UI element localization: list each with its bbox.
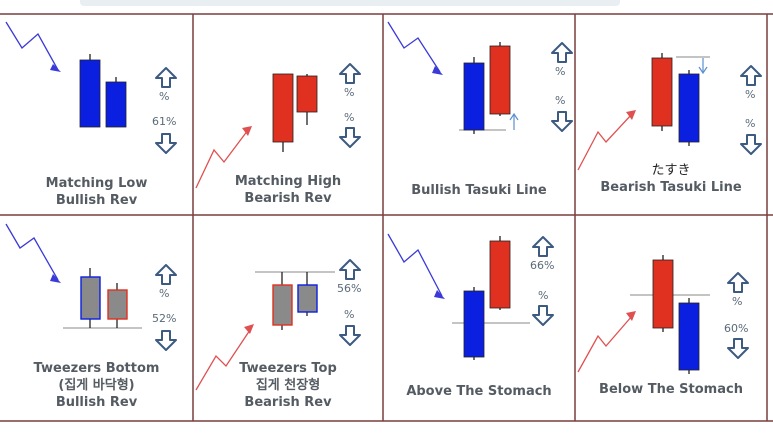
up-pct-label: % <box>159 90 170 103</box>
down-pct-label: 60% <box>724 322 749 335</box>
up-pct-label: % <box>732 295 743 308</box>
top-scroll-strip <box>80 0 620 6</box>
panel-below-stomach <box>577 255 710 374</box>
pattern-caption: Below The Stomach <box>599 382 743 397</box>
trend-arrowhead <box>626 311 636 321</box>
trend-arrowhead <box>626 110 636 120</box>
down-arrow-icon <box>339 325 361 346</box>
down-pct-label: 61% <box>152 115 177 128</box>
up-arrow-icon <box>339 63 361 84</box>
doji-candle <box>297 284 318 313</box>
trend-arrowhead <box>242 126 252 136</box>
bear-candle <box>489 45 511 115</box>
down-pct-label: % <box>538 289 549 302</box>
down-arrow-icon <box>740 134 762 155</box>
up-pct-label: % <box>344 86 355 99</box>
down-pct-label: % <box>555 94 566 107</box>
up-arrow-icon <box>155 264 177 285</box>
bull-candle <box>678 302 700 371</box>
up-arrow-icon <box>551 42 573 63</box>
bear-candle <box>272 73 294 143</box>
up-pct-label: 56% <box>337 282 362 295</box>
doji-candle <box>272 284 293 326</box>
panel-bullish-tasuki <box>387 21 519 134</box>
up-arrow-icon <box>155 67 177 88</box>
up-arrow-icon <box>740 65 762 86</box>
down-arrow-icon <box>727 338 749 359</box>
up-pct-label: % <box>745 88 756 101</box>
down-arrow-icon <box>532 305 554 326</box>
down-pct-label: % <box>344 111 355 124</box>
down-trend-line <box>5 223 59 281</box>
bear-candle <box>296 75 318 113</box>
trend-arrowhead <box>50 64 61 72</box>
up-trend-line <box>195 129 249 189</box>
trend-arrowhead <box>244 324 254 334</box>
doji-candle <box>80 276 101 320</box>
bear-candle <box>489 240 511 309</box>
panel-tweezers-bottom <box>5 223 142 329</box>
up-pct-label: 66% <box>530 259 555 272</box>
up-pct-label: % <box>555 65 566 78</box>
up-arrow-icon <box>727 272 749 293</box>
up-arrow-icon <box>339 259 361 280</box>
down-pct-label: % <box>745 117 756 130</box>
up-trend-line <box>577 315 633 373</box>
down-arrow-icon <box>155 330 177 351</box>
bull-candle <box>463 62 485 131</box>
panel-matching-high <box>195 73 318 189</box>
bear-candle <box>651 57 673 127</box>
bull-candle <box>463 290 485 358</box>
doji-candle <box>107 289 128 320</box>
up-arrow-icon <box>532 236 554 257</box>
down-trend-line <box>5 21 59 71</box>
pattern-caption: Bullish Tasuki Line <box>411 183 547 198</box>
panel-above-stomach <box>387 233 530 360</box>
bull-candle <box>678 73 700 143</box>
pattern-caption: Tweezers Bottom(집게 바닥형)Bullish Rev <box>33 361 160 410</box>
trend-arrowhead <box>50 274 61 283</box>
up-pct-label: % <box>159 287 170 300</box>
bear-candle <box>652 259 674 329</box>
up-trend-line <box>195 329 251 391</box>
down-trend-line <box>387 233 443 297</box>
down-pct-label: 52% <box>152 312 177 325</box>
panel-matching-low <box>5 21 127 128</box>
down-pct-label: % <box>344 308 355 321</box>
pattern-caption: Above The Stomach <box>406 384 552 399</box>
down-arrow-icon <box>339 127 361 148</box>
trend-arrowhead <box>434 290 445 299</box>
down-trend-line <box>387 21 441 73</box>
bull-candle <box>105 81 127 128</box>
bull-candle <box>79 59 101 128</box>
trend-arrowhead <box>432 66 443 75</box>
up-trend-line <box>577 113 633 171</box>
down-arrow-icon <box>155 133 177 154</box>
panel-tweezers-top <box>195 271 335 391</box>
grid-lines <box>0 13 773 422</box>
down-arrow-icon <box>551 111 573 132</box>
panel-bearish-tasuki <box>577 53 710 171</box>
